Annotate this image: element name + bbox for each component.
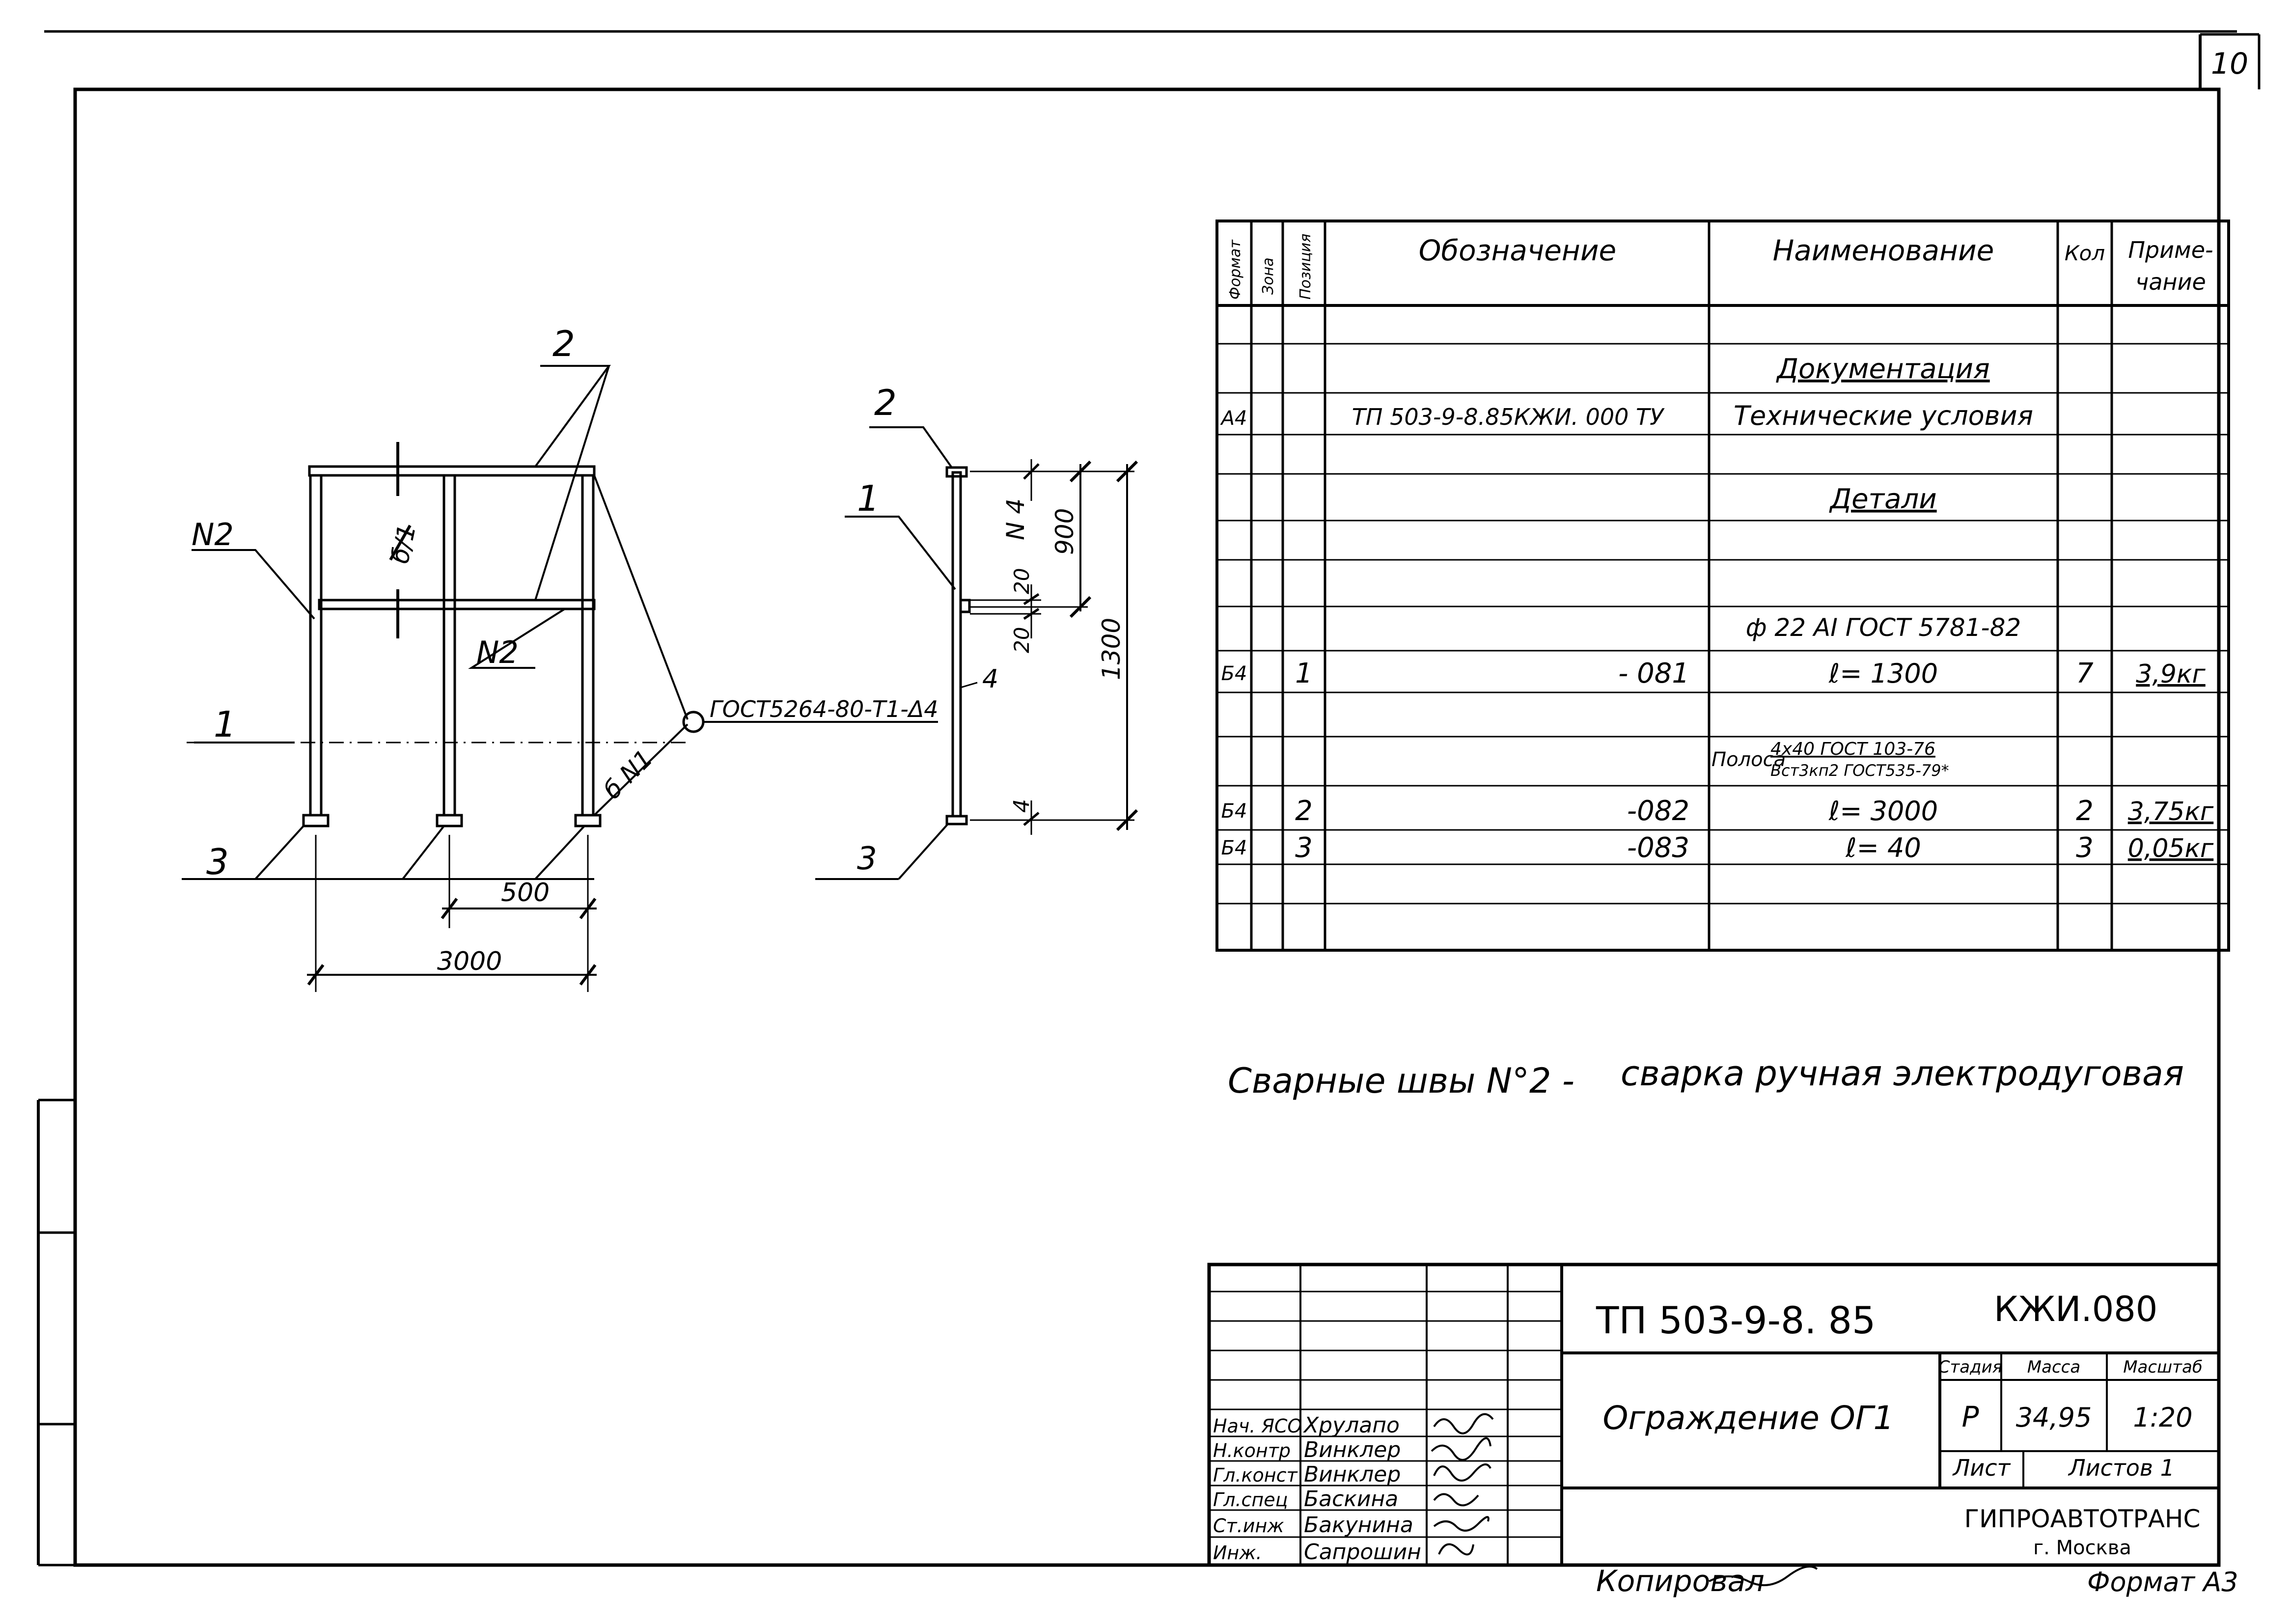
header-name: Наименование [1773, 234, 1994, 267]
rebar-spec: ф 22 АI ГОСТ 5781-82 [1746, 613, 2021, 642]
front-weld-a-label: б/1 [386, 522, 421, 566]
strip-numerator: 4х40 ГОСТ 103-76 [1770, 739, 1935, 759]
tu-designation: ТП 503-9-8.85КЖИ. 000 ТУ [1352, 404, 1665, 430]
side-dim-20a: 20 [1010, 568, 1034, 594]
side-view [815, 426, 1138, 880]
spec-table-text: Формат Зона Позиция Обозначение Наименов… [1220, 234, 2214, 864]
format-label: Формат А3 [2087, 1567, 2238, 1597]
staff-name-3: Баскина [1304, 1486, 1398, 1512]
organization: ГИПРОАВТОТРАНС [1964, 1505, 2201, 1533]
p2-format: Б4 [1221, 800, 1247, 823]
signatures [1431, 1413, 1818, 1586]
staff-role-1: Н.контр [1213, 1440, 1291, 1461]
project-code: ТП 503-9-8. 85 [1596, 1298, 1876, 1342]
side-dim-1300: 1300 [1097, 618, 1126, 680]
front-pos-3-label: 3 [206, 841, 229, 882]
p1-qty: 7 [2076, 658, 2094, 689]
p3-name: ℓ= 40 [1845, 832, 1921, 863]
scale-label: Масштаб [2123, 1357, 2203, 1377]
staff-name-5: Сапрошин [1304, 1540, 1421, 1565]
staff-name-1: Винклер [1304, 1437, 1401, 1462]
p1-pos: 1 [1295, 658, 1313, 689]
front-pos-2-label: 2 [552, 323, 575, 364]
title-block [1207, 1263, 2221, 1567]
p2-designation: -082 [1627, 795, 1689, 827]
sheets-label: Листов 1 [2068, 1455, 2175, 1481]
copied-by: Копировал [1596, 1564, 1765, 1598]
side-dim-20b: 20 [1010, 627, 1034, 653]
tu-name: Технические условия [1734, 400, 2033, 431]
header-note-2: чание [2135, 269, 2206, 295]
front-weld-b-label: б N1 [598, 744, 658, 804]
staff-role-4: Ст.инж [1213, 1515, 1284, 1537]
front-weld-standard-label: ГОСТ5264-80-Т1-Δ4 [710, 696, 938, 722]
staff-role-5: Инж. [1213, 1542, 1262, 1564]
front-pos-1-label: 1 [214, 704, 236, 745]
p3-format: Б4 [1221, 837, 1247, 859]
p2-pos: 2 [1295, 795, 1313, 827]
p3-designation: -083 [1627, 832, 1689, 864]
front-pos-n2-left-label: N2 [192, 517, 234, 552]
staff-role-3: Гл.спец [1213, 1489, 1288, 1511]
weld-note: Сварные швы N°2 - [1228, 1061, 1574, 1101]
p2-note: 3,75кг [2128, 797, 2214, 826]
p1-designation: - 081 [1618, 658, 1689, 689]
staff-name-0: Хрулапо [1303, 1413, 1400, 1438]
section-details: Детали [1828, 483, 1936, 515]
side-weld-4b-label: 4 [1009, 799, 1034, 813]
front-view [182, 365, 938, 992]
front-pos-n2-mid-label: N2 [476, 634, 519, 670]
staff-name-4: Бакунина [1304, 1513, 1413, 1538]
strip-denominator: Вст3кп2 ГОСТ535-79* [1770, 761, 1949, 780]
header-note-1: Приме- [2128, 237, 2213, 263]
p3-qty: 3 [2076, 832, 2094, 864]
header-format: Формат [1227, 239, 1244, 300]
stage-value: Р [1962, 1400, 1979, 1433]
front-dim-3000: 3000 [437, 947, 502, 976]
header-pos: Позиция [1297, 234, 1314, 300]
spec-table [1215, 220, 2230, 952]
city: г. Москва [2033, 1537, 2131, 1559]
p2-name: ℓ= 3000 [1828, 796, 1938, 826]
sheet-number: 10 [2211, 47, 2248, 81]
header-qty: Кол [2065, 241, 2105, 265]
p2-qty: 2 [2076, 795, 2094, 827]
side-pos-3-label: 3 [857, 841, 877, 877]
drawing-title: Ограждение ОГ1 [1602, 1399, 1894, 1437]
side-view-labels: 2 1 3 N 4 4 4 900 1300 20 20 [857, 382, 1126, 877]
welding-type-note: сварка ручная электродуговая [1621, 1053, 2184, 1094]
header-designation: Обозначение [1419, 234, 1616, 267]
staff-role-2: Гл.конст [1213, 1464, 1298, 1486]
p3-note: 0,05кг [2128, 834, 2214, 863]
staff-name-2: Винклер [1304, 1462, 1401, 1487]
side-weld-4a-label: 4 [982, 664, 998, 694]
strip-label: Полоса [1711, 748, 1786, 771]
sheet-frame [37, 30, 2261, 1567]
header-zone: Зона [1260, 257, 1277, 295]
sheet-code: КЖИ.080 [1994, 1289, 2157, 1329]
title-block-text: ТП 503-9-8. 85 КЖИ.080 Ограждение ОГ1 Ст… [1213, 1289, 2203, 1565]
scale-value: 1:20 [2133, 1402, 2192, 1433]
side-weld-n4-label: N 4 [1001, 498, 1030, 540]
sheet-label: Лист [1952, 1455, 2011, 1481]
section-documentation: Документация [1775, 353, 1989, 385]
p3-pos: 3 [1295, 832, 1313, 864]
front-dim-500: 500 [501, 878, 550, 908]
side-pos-2-label: 2 [874, 382, 897, 423]
mass-label: Масса [2027, 1357, 2080, 1377]
staff-role-0: Нач. ЯСО [1213, 1415, 1302, 1437]
stage-label: Стадия [1938, 1357, 2002, 1377]
p1-note: 3,9кг [2136, 660, 2206, 689]
side-pos-1-label: 1 [857, 478, 880, 519]
mass-value: 34,95 [2016, 1402, 2092, 1433]
tu-format: А4 [1220, 407, 1247, 430]
p1-name: ℓ= 1300 [1828, 658, 1938, 689]
side-dim-900: 900 [1050, 508, 1079, 555]
p1-format: Б4 [1221, 662, 1247, 685]
